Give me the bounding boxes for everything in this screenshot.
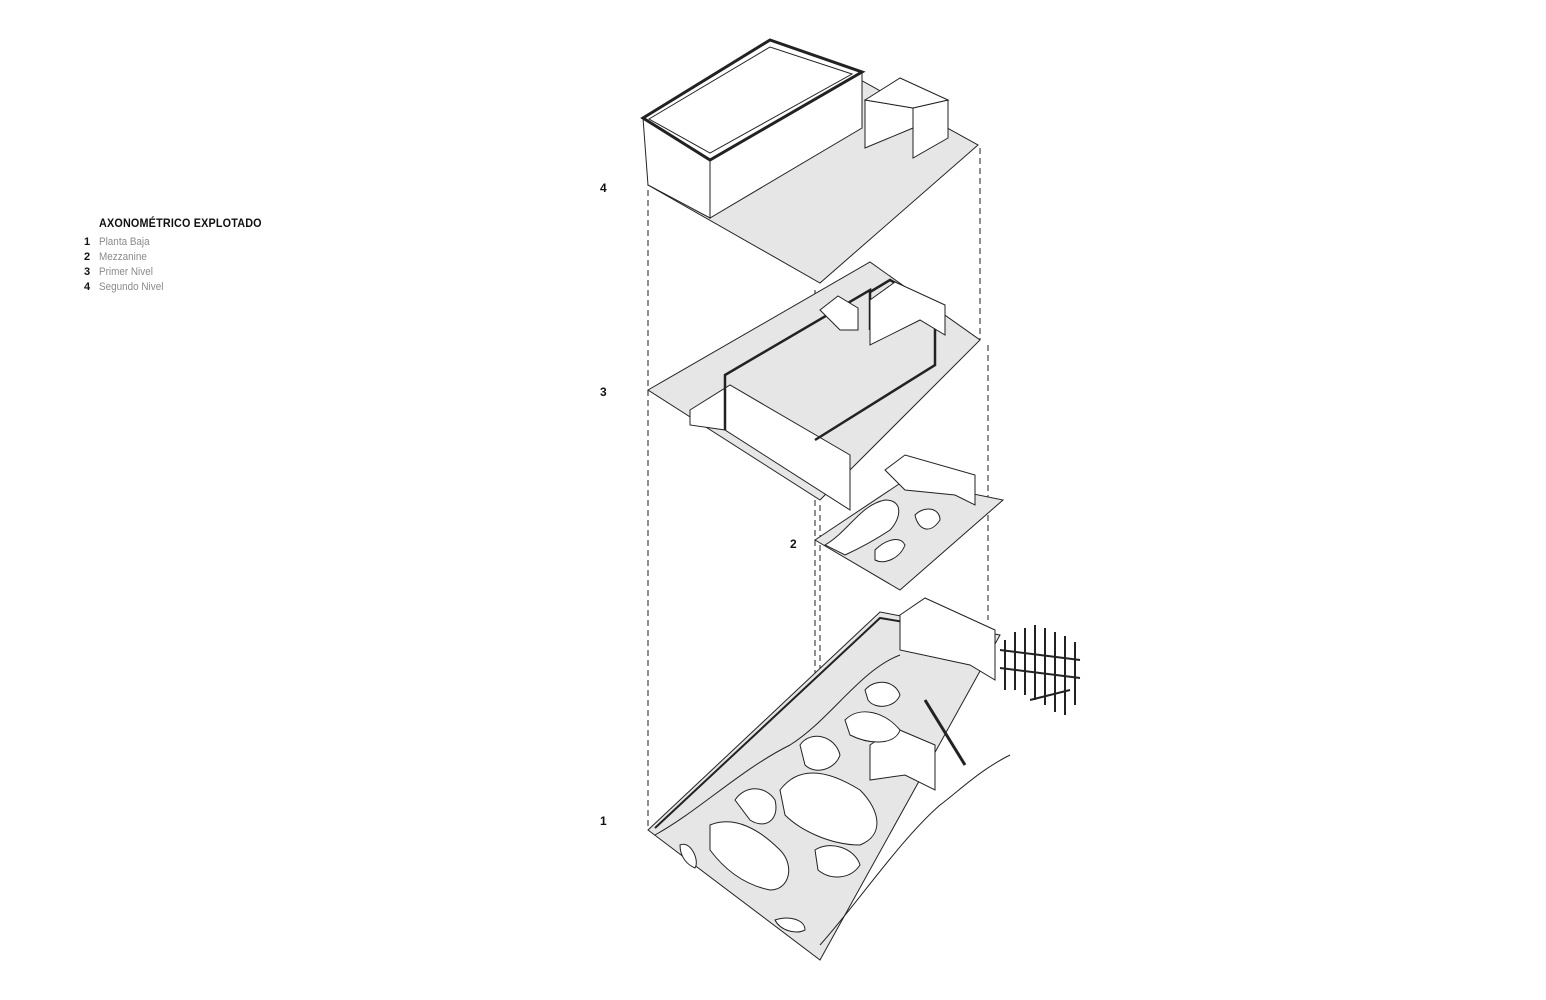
legend-item: 4 Segundo Nivel [84, 280, 280, 295]
legend-title: AXONOMÉTRICO EXPLOTADO [99, 216, 262, 230]
legend-item: 3 Primer Nivel [84, 265, 280, 280]
legend-item: 2 Mezzanine [84, 250, 280, 265]
legend-item: 1 Planta Baja [84, 235, 280, 250]
level-marker-3: 3 [600, 385, 607, 399]
legend-num: 2 [84, 251, 91, 263]
level-2-mezzanine [814, 454, 1005, 591]
legend-label: Primer Nivel [99, 266, 153, 278]
facade-structure [999, 625, 1081, 715]
legend-label: Planta Baja [99, 236, 150, 248]
level-3-primer-nivel [647, 261, 981, 511]
legend-num: 3 [84, 266, 91, 278]
legend-num: 1 [84, 236, 91, 248]
legend-label: Segundo Nivel [99, 281, 164, 293]
level-marker-1: 1 [600, 814, 607, 828]
diagram-legend: AXONOMÉTRICO EXPLOTADO 1 Planta Baja 2 Mez… [84, 216, 280, 295]
legend-num: 4 [84, 281, 91, 293]
level-4-segundo-nivel [640, 38, 979, 284]
level-1-planta-baja [647, 597, 1081, 961]
legend-label: Mezzanine [99, 251, 147, 263]
level-marker-2: 2 [790, 537, 797, 551]
level-marker-4: 4 [600, 181, 607, 195]
